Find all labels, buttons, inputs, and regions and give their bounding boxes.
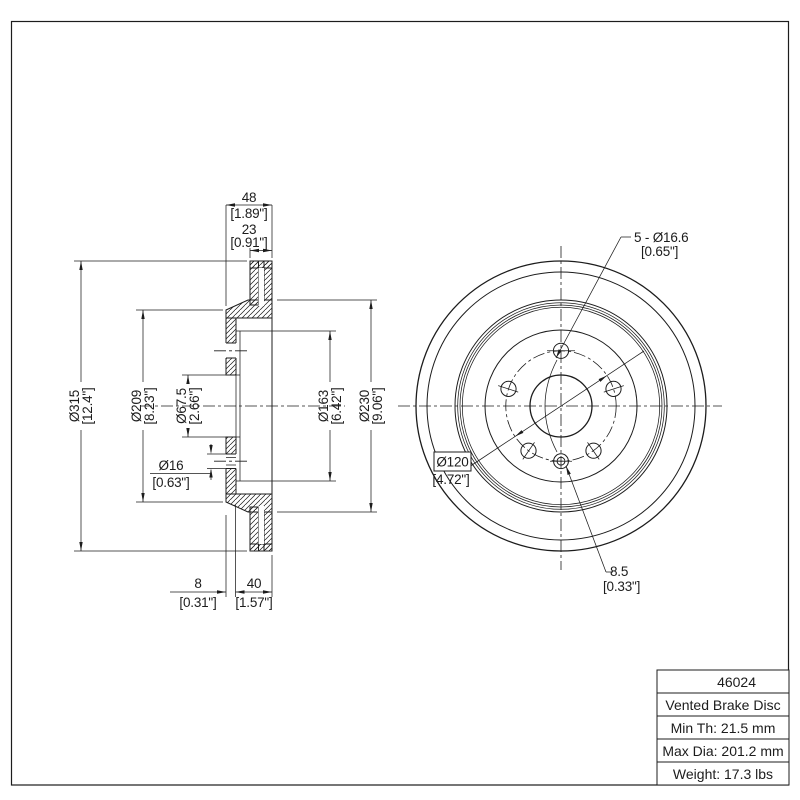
screw-hole-label-in: [0.33"] [603, 579, 640, 594]
bolt-circle-label-mm: Ø120 [436, 455, 468, 470]
dim-16-in: [0.63"] [152, 475, 189, 490]
od-land-top [249, 260, 273, 269]
vent-channel-bottom [258, 506, 264, 544]
bolt-circle-label-in: [4.72"] [432, 472, 469, 487]
dim-40-mm: 40 [247, 576, 262, 591]
dim-48-mm: 48 [242, 190, 257, 205]
dim-40-in: [1.57"] [235, 595, 272, 610]
section-dimensions: Ø315 [12.4"] Ø209 [8.23"] Ø67.5 [2.66"] … [67, 190, 385, 610]
dim-16-mm: Ø16 [159, 458, 184, 473]
bolt-hole [520, 442, 537, 459]
part-description: Vented Brake Disc [665, 697, 780, 713]
min-thickness: Min Th: 21.5 mm [671, 720, 776, 736]
dim-163-mm: Ø163 [316, 390, 331, 422]
bolt-circle-label-box [433, 451, 472, 472]
dim-230-mm: Ø230 [357, 390, 372, 422]
dim-8-mm: 8 [194, 576, 201, 591]
dim-23-mm: 23 [242, 222, 257, 237]
leader-spline [544, 359, 558, 453]
hat-flange-bottom [225, 493, 273, 513]
bolt-hole [585, 442, 602, 459]
dim-209-mm: Ø209 [129, 390, 144, 422]
front-view [398, 246, 722, 570]
title-block: 46024 Vented Brake Disc Min Th: 21.5 mm … [656, 669, 790, 786]
part-number: 46024 [717, 674, 756, 690]
screw-hole-label-mm: 8.5 [610, 564, 628, 579]
dim-od-mm: Ø315 [67, 390, 82, 422]
dim-bore-in: [2.66"] [187, 387, 202, 424]
dim-209-in: [8.23"] [142, 387, 157, 424]
dim-163-in: [6.42"] [329, 387, 344, 424]
drawing-border [10, 20, 790, 786]
dim-230-in: [9.06"] [370, 387, 385, 424]
dim-bore-mm: Ø67.5 [174, 388, 189, 424]
dim-23-in: [0.91"] [230, 235, 267, 250]
max-diameter: Max Dia: 201.2 mm [662, 743, 783, 759]
section-view [140, 260, 345, 552]
od-land-bottom [249, 543, 273, 552]
bolt-hole [605, 380, 622, 397]
dim-48-in: [1.89"] [230, 206, 267, 221]
front-view-annotations: 5 - Ø16.6 [0.65"] Ø120 [4.72"] 8.5 [0.33… [432, 230, 688, 594]
dim-8-in: [0.31"] [179, 595, 216, 610]
bolt-hole [500, 380, 517, 397]
hat-flange-top [225, 299, 273, 319]
bolt-holes-label-in: [0.65"] [641, 244, 678, 259]
weight: Weight: 17.3 lbs [673, 766, 773, 782]
bolt-holes-label-mm: 5 - Ø16.6 [634, 230, 688, 245]
dim-od-in: [12.4"] [80, 387, 95, 424]
vent-channel-top [258, 268, 264, 306]
